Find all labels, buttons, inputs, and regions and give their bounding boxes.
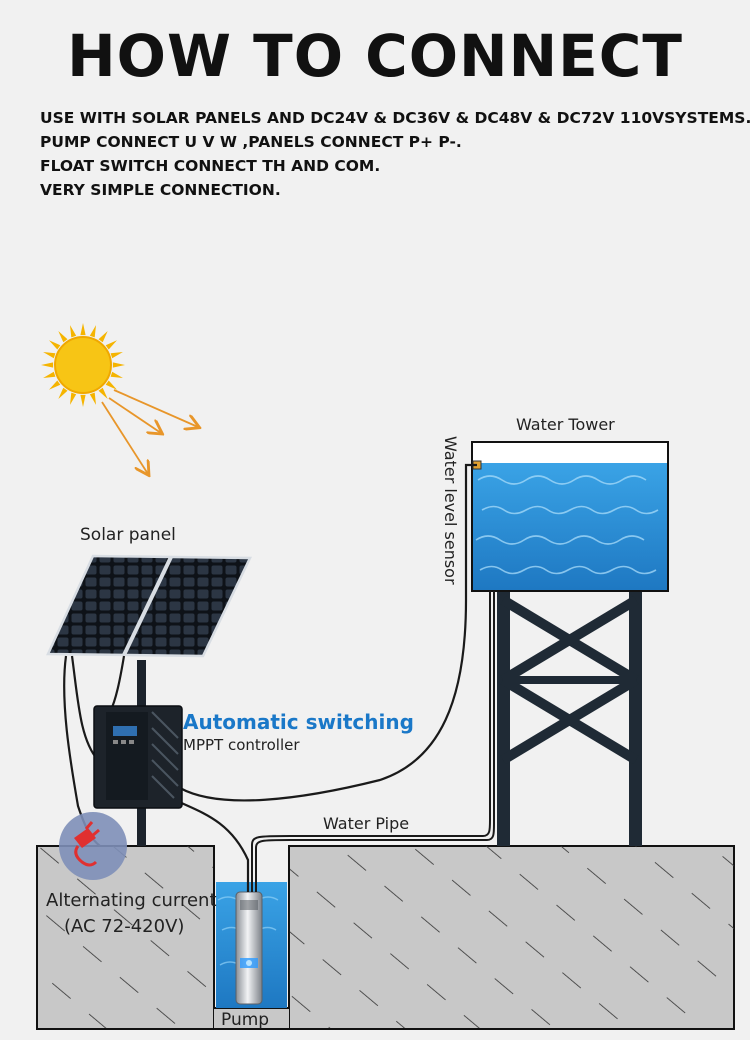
sun-spike — [80, 394, 86, 407]
sun-spike — [110, 352, 123, 359]
sun-spike — [105, 340, 117, 350]
sun-spike — [98, 387, 108, 399]
pump — [235, 891, 263, 1005]
ac-label-line2: (AC 72-420V) — [64, 916, 184, 937]
sun-spike — [70, 392, 77, 405]
ac-label-line1: Alternating current — [46, 890, 217, 911]
water-tower-frame — [497, 591, 642, 846]
sun-spike — [41, 362, 54, 368]
water-pipe-label: Water Pipe — [323, 814, 409, 833]
instruction-line: VERY SIMPLE CONNECTION. — [40, 181, 281, 199]
controller-title: Automatic switching — [183, 710, 414, 734]
controller-subtitle: MPPT controller — [183, 736, 300, 754]
sun-spike — [89, 392, 96, 405]
water-pipe — [251, 591, 491, 892]
sun-spike — [43, 371, 56, 378]
instruction-line: USE WITH SOLAR PANELS AND DC24V & DC36V … — [40, 109, 750, 127]
plug-icon — [59, 812, 127, 880]
sun-spike — [110, 371, 123, 378]
pump-label: Pump — [221, 1010, 269, 1030]
sun-spike — [80, 323, 86, 336]
sun-spike — [98, 331, 108, 343]
solar-panel-label: Solar panel — [80, 525, 176, 545]
sun-icon — [41, 323, 125, 407]
ground — [36, 845, 735, 1030]
water-level-sensor-label: Water level sensor — [441, 436, 460, 585]
instruction-line: FLOAT SWITCH CONNECT TH AND COM. — [40, 157, 381, 175]
sun-rays — [101, 389, 198, 474]
instruction-line: PUMP CONNECT U V W ,PANELS CONNECT P+ P-… — [40, 133, 462, 151]
mppt-controller — [93, 705, 183, 809]
water-tank — [471, 441, 669, 592]
sun-spike — [58, 387, 68, 399]
sun-spike — [105, 380, 117, 390]
sun-spike — [49, 340, 61, 350]
solar-panel — [46, 554, 252, 658]
sun-spike — [58, 331, 68, 343]
sun-spike — [89, 325, 96, 338]
sun-spike — [70, 325, 77, 338]
sun-spike — [43, 352, 56, 359]
sun-spike — [49, 380, 61, 390]
page-title: HOW TO CONNECT — [67, 22, 683, 90]
water-tower-label: Water Tower — [516, 415, 615, 434]
sun-spike — [112, 362, 125, 368]
instruction-list: USE WITH SOLAR PANELS AND DC24V & DC36V … — [40, 106, 750, 202]
